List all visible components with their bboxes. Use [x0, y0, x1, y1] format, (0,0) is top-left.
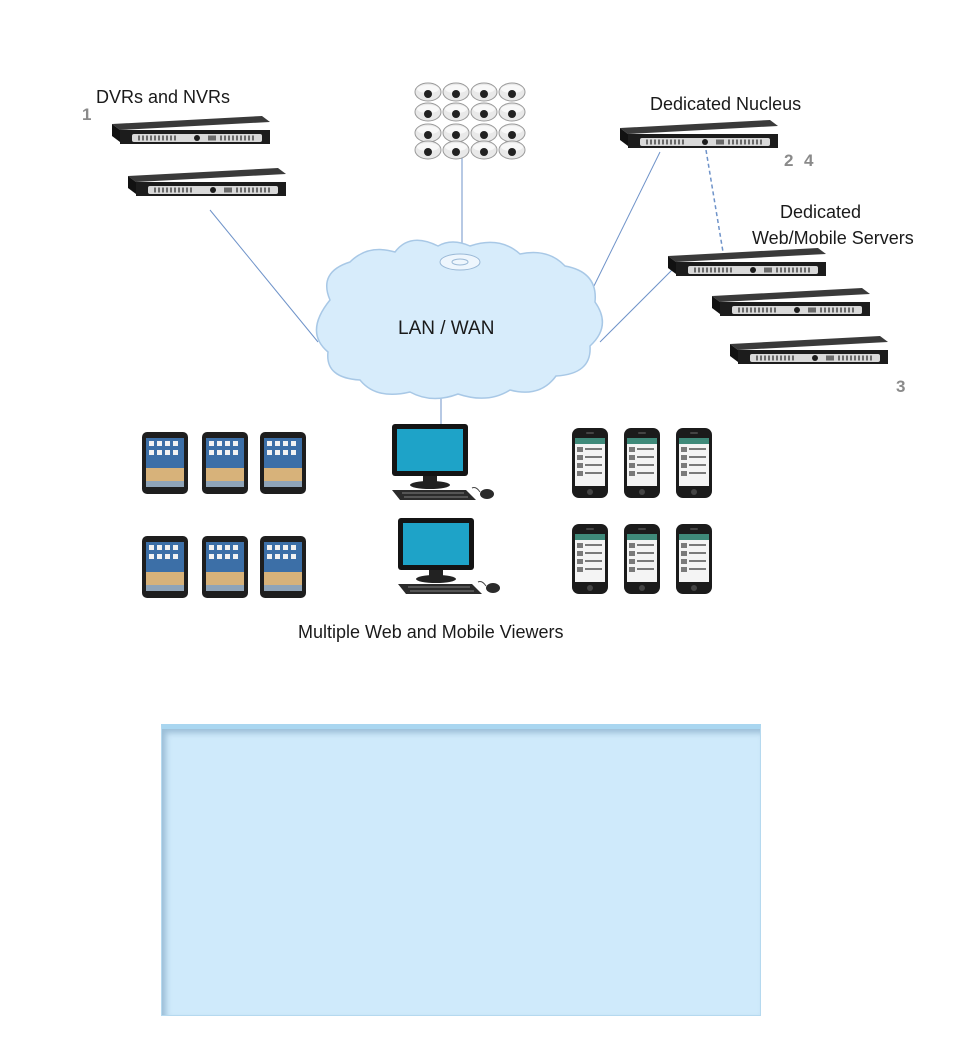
- web-mobile-label-line2: Web/Mobile Servers: [752, 228, 914, 248]
- computer-1: [391, 423, 495, 501]
- marker-3: 3: [896, 377, 905, 396]
- tablet-group: [142, 432, 306, 598]
- dvr-nvr-label: DVRs and NVRs: [96, 87, 230, 107]
- phone-group: [572, 428, 712, 594]
- web-server-1: [668, 248, 826, 276]
- info-panel: [161, 724, 761, 1016]
- web-mobile-label-line1: Dedicated: [780, 202, 861, 222]
- dvr-server-1: [112, 116, 270, 144]
- connection-lines: [209, 149, 724, 432]
- lan-wan-cloud: [315, 239, 604, 400]
- computer-2: [397, 517, 501, 595]
- web-server-3: [730, 336, 888, 364]
- marker-4: 4: [804, 151, 814, 170]
- marker-2: 2: [784, 151, 793, 170]
- marker-1: 1: [82, 105, 91, 124]
- nucleus-label: Dedicated Nucleus: [650, 94, 801, 114]
- cloud-label: LAN / WAN: [398, 318, 494, 339]
- web-server-2: [712, 288, 870, 316]
- nucleus-server: [620, 120, 778, 148]
- camera-group: [414, 82, 526, 160]
- dvr-server-2: [128, 168, 286, 196]
- viewers-label: Multiple Web and Mobile Viewers: [298, 622, 563, 642]
